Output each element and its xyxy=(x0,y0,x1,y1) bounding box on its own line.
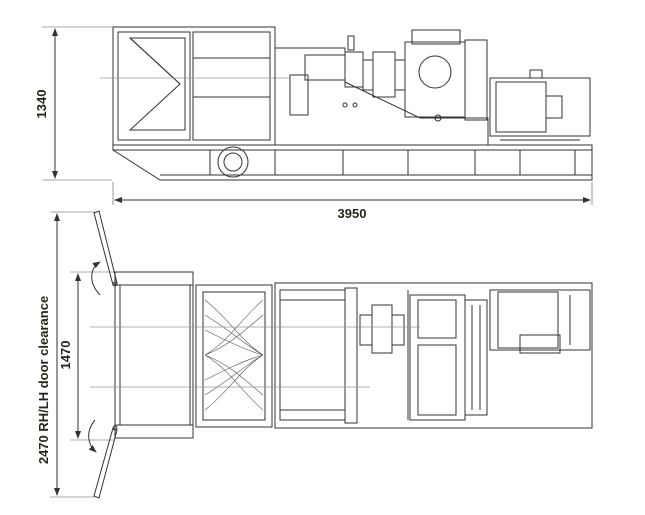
electric-motor xyxy=(489,69,591,141)
screw-rotor xyxy=(204,299,264,411)
drive-frame xyxy=(274,35,489,146)
door-swing-arrow-top xyxy=(91,261,101,296)
height-dimension-label: 1340 xyxy=(34,90,49,119)
door-clearance-dimension-line xyxy=(50,211,95,498)
length-dimension-label: 3950 xyxy=(338,206,367,221)
gearbox xyxy=(404,29,488,122)
door-left-bottom xyxy=(93,425,118,499)
length-dimension-line xyxy=(112,182,593,205)
door-clearance-dimension-label: 2470 RH/LH door clearance xyxy=(36,296,51,464)
door-swing-arrow-bottom xyxy=(88,419,97,453)
feeder-housing-top xyxy=(114,271,273,439)
height-dimension-line xyxy=(42,26,112,181)
coupling-top xyxy=(359,304,405,354)
top-view: 2470 RH/LH door clearance 1470 xyxy=(36,210,593,499)
width-dimension-line xyxy=(70,271,115,441)
gearbox-top xyxy=(409,294,488,421)
drive-frame-top xyxy=(274,282,593,429)
width-dimension-label: 1470 xyxy=(58,341,73,370)
base-skid xyxy=(112,144,593,181)
door-left-top xyxy=(93,210,118,287)
coupling xyxy=(362,51,406,98)
side-view: 1340 3950 xyxy=(34,26,593,221)
electric-motor-top xyxy=(489,289,591,354)
feeder-housing xyxy=(100,26,290,146)
inspection-flange xyxy=(217,146,249,178)
